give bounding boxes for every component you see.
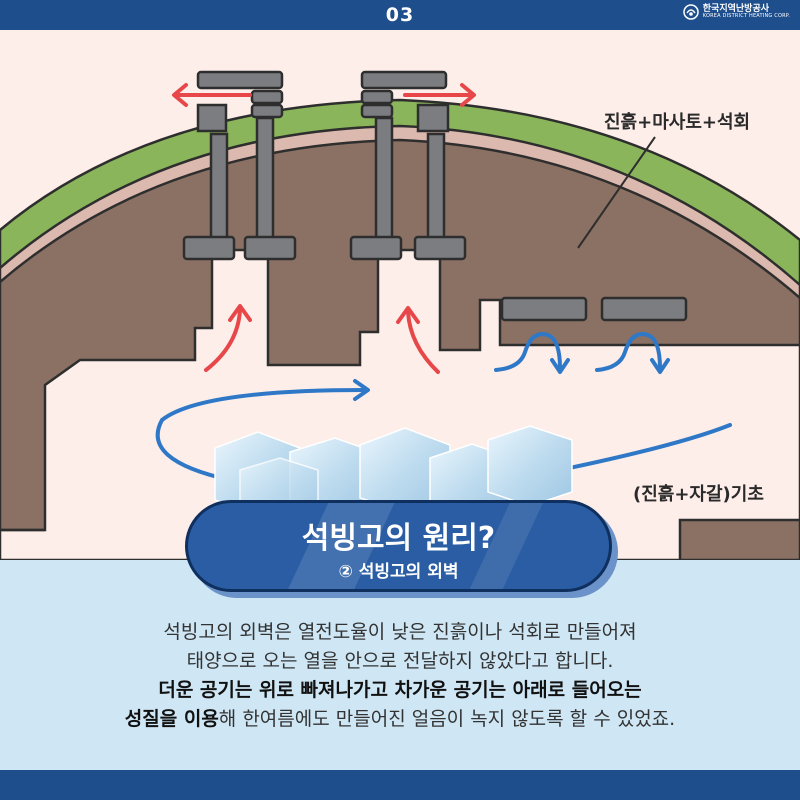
description-text: 석빙고의 외벽은 열전도율이 낮은 진흙이나 석회로 만들어져 태양으로 오는 … (40, 618, 760, 734)
description-line-4: 성질을 이용해 한여름에도 만들어진 얼음이 녹지 않도록 할 수 있었죠. (40, 705, 760, 734)
wall-vents (500, 296, 688, 322)
bottom-bar (0, 770, 800, 800)
description-line-4-bold: 성질을 이용 (124, 708, 219, 730)
logo-english-text: KOREA DISTRICT HEATING CORP. (702, 13, 790, 19)
foundation-material-label: (진흙+자갈)기초 (633, 484, 764, 505)
logo-mark-icon (683, 4, 699, 20)
company-logo: 한국지역난방공사 KOREA DISTRICT HEATING CORP. (683, 4, 790, 20)
vent-chimney-left (182, 70, 297, 261)
hot-air-arrows (172, 83, 476, 374)
banner-title: 석빙고의 원리? (301, 521, 496, 556)
top-bar: 03 한국지역난방공사 KOREA DISTRICT HEATING CORP. (0, 0, 800, 30)
roof-pointer-line (577, 136, 656, 249)
description-line-1: 석빙고의 외벽은 열전도율이 낮은 진흙이나 석회로 만들어져 (163, 621, 637, 643)
seokbinggo-diagram (0, 30, 800, 560)
logo-korean-text: 한국지역난방공사 (702, 4, 770, 14)
banner-subtitle: ② 석빙고의 외벽 (338, 562, 459, 582)
text-panel (0, 560, 800, 770)
description-line-3: 더운 공기는 위로 빠져나가고 차가운 공기는 아래로 들어오는 (158, 679, 642, 701)
description-line-2: 태양으로 오는 열을 안으로 전달하지 않았다고 합니다. (186, 650, 614, 672)
interior-chamber (0, 248, 800, 560)
title-banner: 석빙고의 원리? ② 석빙고의 외벽 (185, 500, 612, 592)
roof-material-label: 진흙+마사토+석회 (604, 112, 751, 133)
page-number: 03 (385, 4, 415, 26)
foundation-block (678, 518, 800, 560)
vent-chimney-right (349, 70, 467, 261)
description-line-4-rest: 해 한여름에도 만들어진 얼음이 녹지 않도록 할 수 있었죠. (218, 708, 676, 730)
